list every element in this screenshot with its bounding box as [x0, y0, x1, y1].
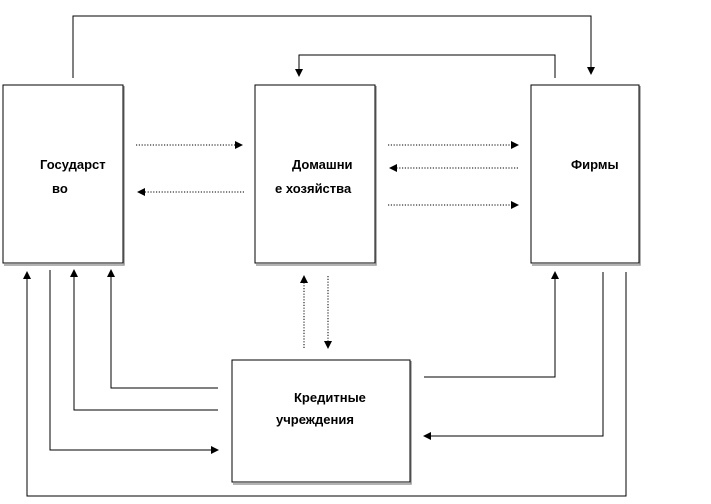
arrow-firms-to-credit: [423, 272, 604, 440]
arrow-government-to-firms-top: [72, 15, 595, 78]
arrow-government-to-credit: [49, 270, 219, 454]
firms-label: Фирмы: [571, 157, 619, 172]
node-firms: Фирмы: [530, 84, 641, 266]
arrow-credit-to-government-1: [107, 269, 218, 389]
arrow-firms-to-government-bottom: [23, 271, 627, 497]
credit-label-line2: учреждения: [276, 412, 354, 427]
households-label-line2: е хозяйства: [275, 181, 352, 196]
government-label-line2: во: [52, 181, 68, 196]
node-government: Государст во: [2, 84, 125, 266]
credit-label-line1: Кредитные: [294, 390, 366, 405]
arrow-credit-to-government-2: [70, 269, 218, 411]
arrow-firms-to-households-top: [295, 54, 556, 78]
government-label-line1: Государст: [40, 157, 106, 172]
node-credit: Кредитные учреждения: [231, 359, 412, 485]
households-label-line1: Домашни: [292, 157, 353, 172]
arrow-credit-to-firms: [424, 271, 559, 378]
node-households: Домашни е хозяйства: [254, 84, 377, 266]
